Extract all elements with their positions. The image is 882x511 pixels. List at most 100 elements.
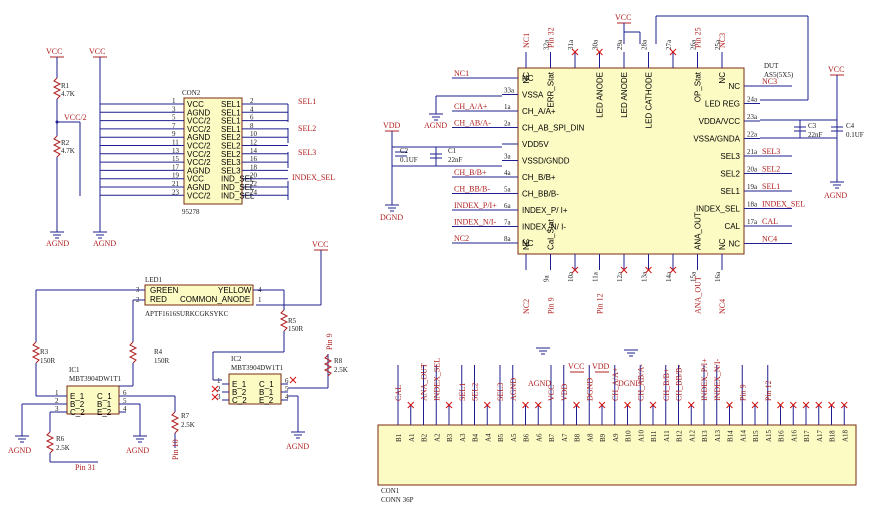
- dut-pin-label: VSSA/GNDA: [693, 135, 740, 144]
- dut-pin-label: INDEX_N/ I-: [522, 223, 566, 232]
- no-connect-mark: [789, 401, 797, 409]
- con2-pin-number: 5: [172, 114, 176, 122]
- no-connect-mark: [571, 266, 579, 274]
- dut-pin-label: CH_A/A+: [522, 107, 556, 116]
- con1-pin-label: B9: [599, 433, 607, 442]
- dut-pin-label: CAL: [724, 222, 740, 231]
- no-connect-mark: [573, 401, 580, 409]
- con1-pin-label: B17: [803, 430, 811, 442]
- dut-body: [517, 67, 745, 255]
- led1-yellow: YELLOW: [218, 286, 252, 295]
- r3-value: 150R: [40, 357, 56, 365]
- no-connect-mark: [620, 266, 628, 274]
- dut-pin-number: 19a: [747, 183, 758, 191]
- dut-net-label: SEL3: [762, 147, 780, 156]
- vcc-label-led: VCC: [312, 240, 328, 249]
- con2-pin-label: SEL1: [221, 108, 241, 117]
- ic-pin-label: B_2: [70, 400, 85, 409]
- dut-pin-number: 14a: [665, 271, 673, 282]
- dut-net-label: NC2: [454, 234, 469, 243]
- ic-pin-number: 4: [123, 405, 127, 413]
- con2-pin-label: SEL3: [221, 158, 241, 167]
- dut-pin-number: 8a: [504, 235, 512, 243]
- resistor-r3: [31, 341, 41, 364]
- dut-part: AS5(5X5): [764, 71, 794, 79]
- con2-pin-number: 21: [172, 180, 180, 188]
- no-connect-mark: [596, 48, 603, 56]
- agnd-label: AGND: [93, 239, 116, 248]
- dut-pin-label: LED ANODE: [596, 72, 605, 118]
- dut-net-label: Pin 9: [547, 297, 556, 314]
- con1-pin-label: B16: [778, 430, 786, 442]
- dut-pin-label: LED REG: [705, 100, 740, 109]
- resistor-r7: [170, 411, 180, 434]
- led1-ref: LED1: [145, 276, 163, 284]
- dut-pin-number: 24a: [747, 96, 758, 104]
- con1-pin-label: B13: [701, 430, 709, 442]
- con1-pin-label: B12: [676, 430, 684, 442]
- con2-pin-label: VCC/2: [187, 191, 211, 200]
- dut-pin-label: ANA_OUT: [694, 212, 703, 250]
- con1-pin-label: B4: [472, 433, 480, 442]
- con2-pin-number: 16: [250, 155, 258, 163]
- r2-ref: R2: [61, 139, 70, 147]
- con1-pin-label: A12: [688, 429, 696, 442]
- con2-pin-number: 23: [172, 188, 180, 196]
- dut-pin-label: NC: [728, 240, 740, 249]
- dut-pin-label: VSSD/GNDD: [522, 157, 570, 166]
- con1-net-label: CH_A/A+: [611, 367, 620, 401]
- con1-pin-label: B2: [421, 433, 429, 442]
- vcc-label-dut: VCC: [615, 13, 631, 22]
- con1-pin-label: B7: [548, 433, 556, 442]
- dut-pin-label: INDEX_SEL: [696, 205, 741, 214]
- dut-net-label: NC1: [454, 69, 469, 78]
- con1-pin-label: A2: [433, 433, 441, 442]
- dut-pin-number: 30a: [592, 39, 600, 50]
- con2-pin-label: VCC: [187, 100, 204, 109]
- led1-common: COMMON_ANODE: [180, 295, 250, 304]
- vcc-label-con2: VCC: [89, 47, 105, 56]
- no-connect-mark: [726, 401, 733, 409]
- ic2-part: MBT3904DW1T1: [231, 364, 284, 372]
- con1-pin-label: A5: [510, 433, 518, 442]
- dut-pin-label: NC: [718, 72, 727, 84]
- dut-pin-number: 23a: [747, 113, 758, 121]
- ic-pin-label: C_2: [70, 408, 85, 417]
- dut-pin-label: LED CATHODE: [645, 72, 654, 128]
- ic2-ref: IC2: [231, 355, 242, 363]
- ic-pin-label: C_1: [97, 392, 112, 401]
- con2-pin-number: 10: [250, 130, 258, 138]
- con2-pin-label: SEL3: [221, 166, 241, 175]
- ic-pin-label: E_2: [259, 396, 274, 405]
- con2-pin-number: 4: [250, 105, 254, 113]
- r4-ref: R4: [154, 348, 163, 356]
- dut-net-label: CH_AB/A-: [454, 119, 491, 128]
- con2-pin-number: 9: [172, 130, 176, 138]
- dut-pin-label: CH_BB/B-: [522, 190, 559, 199]
- c2-ref: C2: [400, 147, 409, 155]
- con1-net-label: Pin 12: [764, 380, 773, 401]
- dut-pin-label: LED ANODE: [620, 72, 629, 118]
- c3-ref: C3: [808, 122, 817, 130]
- dut-pin-number: 10a: [567, 271, 575, 282]
- dut-pin-number: 25a: [714, 39, 722, 50]
- net-pin10: Pin 10: [171, 439, 180, 460]
- con1-pin-label: A1: [408, 433, 416, 442]
- con2-pin-label: IND_SEL: [221, 175, 255, 184]
- con1-pin-label: B3: [446, 433, 454, 442]
- con2-ref: CON2: [182, 89, 201, 97]
- r5-ref: R5: [288, 317, 297, 325]
- r6-value: 2.5K: [56, 444, 70, 452]
- con1-pin-label: B15: [752, 430, 760, 442]
- ic1-part: MBT3904DW1T1: [69, 375, 122, 383]
- dut-pin-number: 13a: [641, 271, 649, 282]
- dut-pin-label: NC: [522, 239, 534, 248]
- dut-pin-number: 29a: [616, 39, 624, 50]
- dut-net-label: NC4: [718, 299, 727, 314]
- r6-ref: R6: [56, 435, 65, 443]
- dut-pin-number: 2a: [504, 120, 512, 128]
- dut-pin-number: 16a: [714, 271, 722, 282]
- dut-pin-number: 11a: [592, 271, 600, 282]
